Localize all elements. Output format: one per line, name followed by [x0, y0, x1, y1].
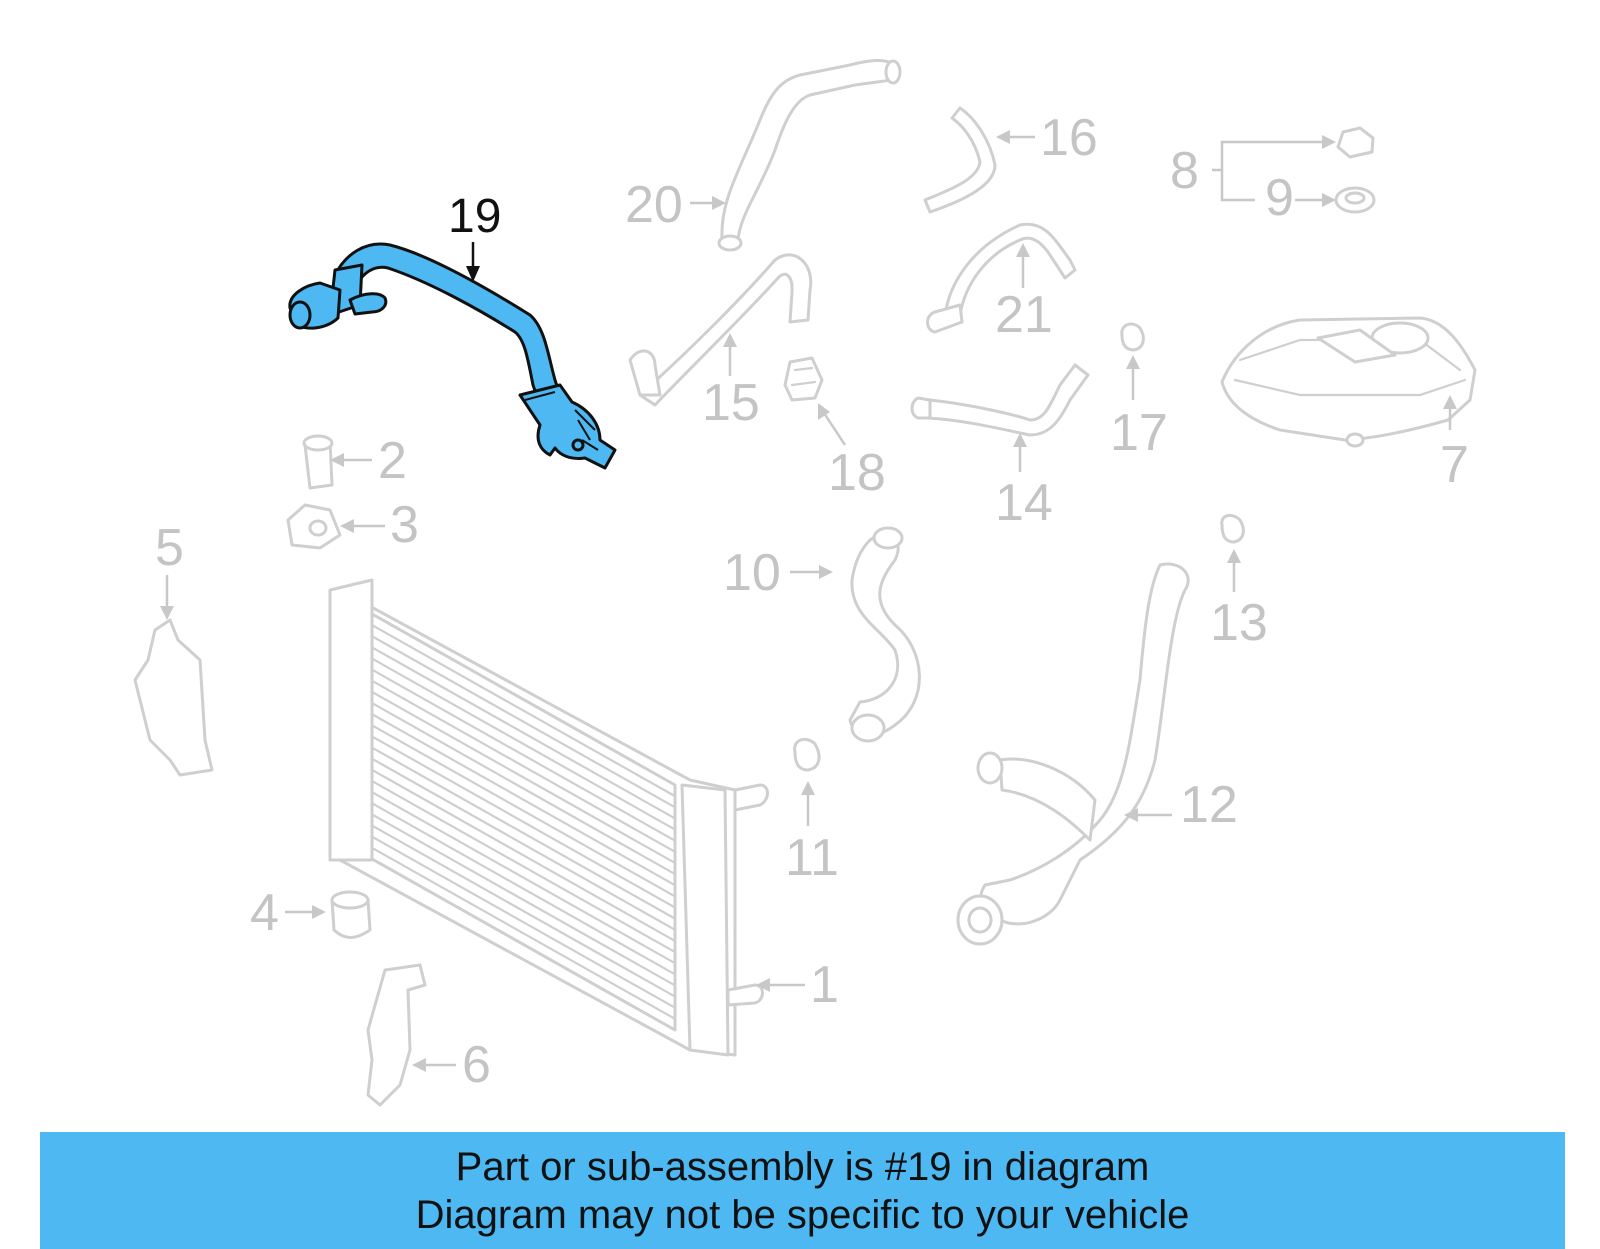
callout-4: 4: [250, 884, 326, 942]
part-10-hose[interactable]: [848, 526, 921, 743]
callout-10: 10: [723, 544, 833, 602]
svg-text:6: 6: [462, 1036, 491, 1094]
radiator-fin: [363, 809, 677, 987]
radiator-fin: [363, 753, 677, 931]
part-20-coolant-pipe[interactable]: [717, 59, 902, 252]
radiator-fin: [363, 664, 677, 842]
part-2-bushing[interactable]: [302, 434, 334, 490]
part-1-radiator[interactable]: [328, 578, 769, 1057]
radiator-fin: [363, 686, 677, 865]
callout-5: 5: [155, 519, 184, 620]
callout-17: 17: [1110, 355, 1168, 462]
svg-text:5: 5: [155, 519, 184, 577]
callout-3: 3: [340, 496, 419, 554]
part-9-seal-ring[interactable]: [1334, 186, 1376, 214]
callout-19: 19: [448, 190, 501, 282]
radiator-fin: [363, 631, 677, 809]
svg-text:16: 16: [1040, 109, 1098, 167]
callout-18: 18: [818, 403, 886, 502]
info-banner: Part or sub-assembly is #19 in diagram D…: [40, 1132, 1565, 1249]
banner-line-1: Part or sub-assembly is #19 in diagram: [455, 1144, 1150, 1189]
radiator-fin: [363, 831, 677, 1009]
callout-13: 13: [1210, 549, 1268, 652]
svg-text:15: 15: [702, 374, 760, 432]
svg-text:7: 7: [1440, 436, 1469, 494]
radiator-fin: [363, 820, 677, 998]
part-21-hose[interactable]: [926, 222, 1077, 334]
part-17-clamp[interactable]: [1120, 322, 1145, 352]
radiator-fin: [363, 697, 677, 876]
callout-16: 16: [996, 109, 1098, 167]
radiator-fin: [363, 675, 677, 853]
radiator-fin: [363, 731, 677, 909]
callout-15: 15: [702, 333, 760, 432]
svg-text:1: 1: [810, 956, 839, 1014]
svg-text:11: 11: [785, 829, 839, 887]
svg-text:12: 12: [1180, 776, 1238, 834]
part-7-expansion-tank[interactable]: [1220, 316, 1477, 448]
part-11-clamp[interactable]: [793, 737, 821, 772]
part-18-clip[interactable]: [783, 356, 824, 402]
banner-line-2: Diagram may not be specific to your vehi…: [415, 1192, 1190, 1237]
svg-text:2: 2: [378, 432, 407, 490]
radiator-fin: [363, 709, 677, 887]
svg-text:14: 14: [995, 474, 1053, 532]
svg-text:10: 10: [723, 544, 781, 602]
svg-text:21: 21: [995, 286, 1053, 344]
part-5-bracket[interactable]: [133, 618, 214, 777]
callout-21: 21: [995, 243, 1053, 344]
part-3-mount[interactable]: [286, 503, 342, 550]
callout-11: 11: [785, 781, 839, 887]
svg-text:17: 17: [1110, 404, 1168, 462]
part-6-bracket[interactable]: [366, 963, 427, 1107]
svg-text:9: 9: [1265, 169, 1294, 227]
svg-text:8: 8: [1170, 142, 1199, 200]
callout-8-9: 8 9: [1170, 135, 1336, 227]
radiator-fin: [363, 787, 677, 965]
callout-20: 20: [625, 176, 726, 234]
part-13-clamp[interactable]: [1220, 513, 1245, 544]
callout-12: 12: [1124, 776, 1238, 834]
callout-7: 7: [1440, 395, 1469, 494]
callout-1: 1: [756, 956, 839, 1014]
radiator-fin: [363, 742, 677, 920]
part-19-coolant-pipe-highlighted[interactable]: [288, 242, 617, 470]
part-15-hose[interactable]: [628, 253, 813, 407]
svg-text:4: 4: [250, 884, 279, 942]
callout-14: 14: [995, 433, 1053, 532]
radiator-fin: [363, 775, 677, 954]
callout-6: 6: [412, 1036, 491, 1094]
svg-text:13: 13: [1210, 594, 1268, 652]
radiator-fin: [363, 842, 677, 1020]
svg-text:3: 3: [390, 496, 419, 554]
radiator-fin: [363, 653, 677, 831]
radiator-fin: [363, 764, 677, 943]
radiator-fin: [363, 720, 677, 898]
svg-text:19: 19: [448, 190, 501, 243]
part-8-cap[interactable]: [1336, 126, 1375, 159]
radiator-fin: [363, 798, 677, 976]
part-12-hose[interactable]: [956, 562, 1190, 946]
radiator-fin: [363, 642, 677, 820]
callout-2: 2: [330, 432, 407, 490]
part-16-hose[interactable]: [923, 106, 997, 214]
svg-text:18: 18: [828, 444, 886, 502]
svg-text:20: 20: [625, 176, 683, 234]
parts-diagram: 20 16 8 9 21 15: [133, 59, 1477, 1107]
radiator-fin: [363, 620, 677, 798]
part-4-bushing[interactable]: [330, 890, 372, 939]
part-14-hose[interactable]: [910, 363, 1090, 437]
